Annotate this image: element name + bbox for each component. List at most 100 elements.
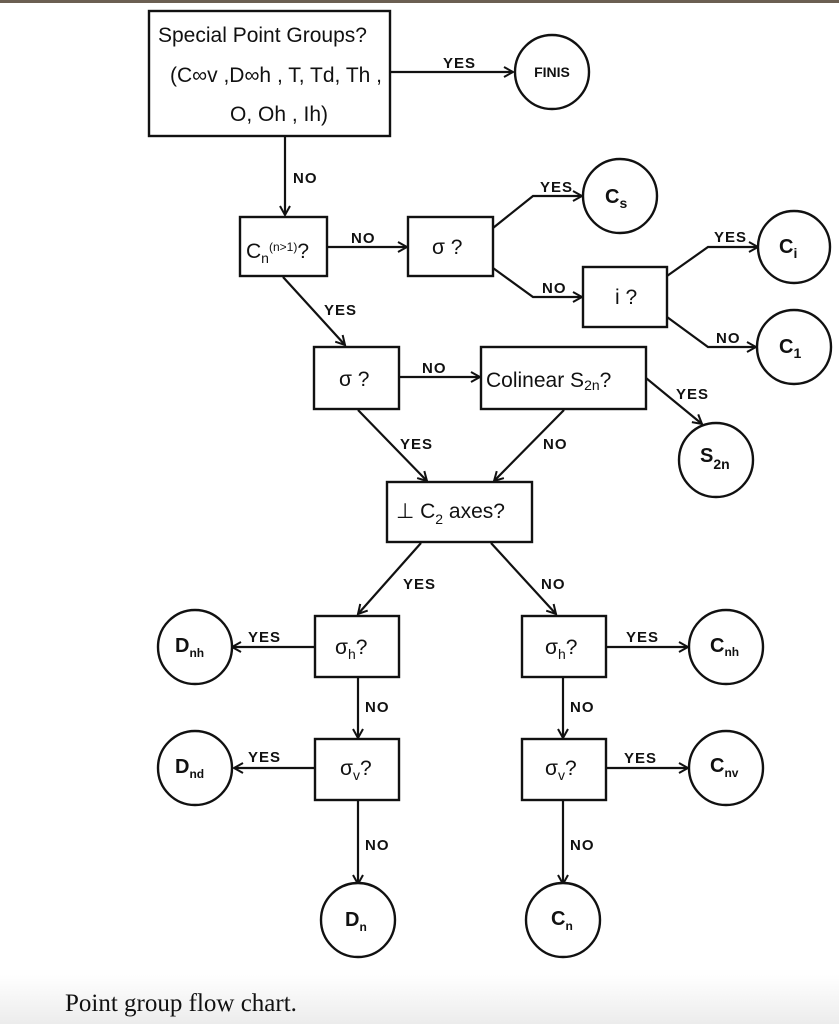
label-sigma1-inv: NO: [542, 280, 567, 297]
sigma-v-left-text: σv?: [340, 757, 372, 783]
figure-caption: Point group flow chart.: [65, 990, 297, 1017]
sigma-h-left-text: σh?: [335, 636, 367, 662]
node-perp-c2-axes: ⊥ C2 axes?: [385, 480, 534, 544]
dnh-text: Dnh: [175, 635, 204, 660]
c1-text: C1: [779, 336, 801, 361]
cnh-circle: [687, 608, 765, 686]
label-inv-c1: NO: [716, 330, 741, 347]
sigma1-text: σ ?: [432, 236, 462, 259]
node-cnv: Cnv: [687, 729, 765, 807]
caption-background: [0, 975, 839, 1024]
edge-inv-c1: [666, 316, 756, 347]
c1-circle: [755, 308, 833, 386]
label-shl-dnh: YES: [248, 629, 281, 646]
edge-sigma2-c2: [357, 409, 427, 481]
dnd-circle: [156, 729, 234, 807]
sigma-v-left-box: [313, 737, 401, 802]
edge-sigma1-inv: [492, 267, 582, 297]
finis-circle: [513, 33, 591, 111]
sigma-h-left-box: [313, 614, 401, 679]
sigma-h-right-text: σh?: [545, 636, 577, 662]
node-cs: Cs: [581, 157, 659, 235]
inversion-box: [581, 265, 669, 329]
cnv-circle: [687, 729, 765, 807]
special-line1: Special Point Groups?: [158, 24, 367, 47]
node-dnh: Dnh: [156, 608, 234, 686]
node-c1: C1: [755, 308, 833, 386]
cnv-text: Cnv: [710, 755, 739, 780]
node-cn-terminal: Cn: [524, 881, 602, 959]
label-svl-dn: NO: [365, 837, 390, 854]
label-sigma2-s2nq: NO: [422, 360, 447, 377]
edge-sigma1-cs: [492, 196, 582, 229]
edge-c2-shr: [490, 542, 556, 614]
sigma2-box: [312, 345, 401, 411]
edge-cn-sigma2: [282, 276, 345, 345]
node-sigma-h-left: σh?: [313, 614, 401, 679]
node-cn-question: Cn(n>1)?: [238, 215, 329, 278]
node-sigma-v-right: σv?: [520, 737, 608, 802]
special-line2: (C∞v ,D∞h , T, Td, Th ,: [170, 64, 382, 87]
label-sigma1-cs: YES: [540, 179, 573, 196]
cs-text: Cs: [605, 186, 627, 211]
node-sigma-v-left: σv?: [313, 737, 401, 802]
finis-text: FINIS: [534, 64, 570, 80]
cn-terminal-circle: [524, 881, 602, 959]
node-cnh: Cnh: [687, 608, 765, 686]
perp-c2-text: ⊥ C2 axes?: [396, 500, 505, 527]
label-special-finis: YES: [443, 55, 476, 72]
node-sigma1: σ ?: [406, 215, 495, 278]
sigma1-box: [406, 215, 495, 278]
label-s2nq-s2n: YES: [676, 386, 709, 403]
label-inv-ci: YES: [714, 229, 747, 246]
edge-c2-shl: [358, 542, 422, 614]
cn-question-text: Cn(n>1)?: [246, 240, 309, 266]
colinear-s2n-text: Colinear S2n?: [486, 369, 611, 393]
dn-circle: [319, 881, 397, 959]
node-s2n: S2n: [677, 421, 755, 499]
node-finis: FINIS: [513, 33, 591, 111]
top-border: [0, 0, 839, 3]
node-special-point-groups: Special Point Groups? (C∞v ,D∞h , T, Td,…: [147, 9, 392, 138]
label-svl-dnd: YES: [248, 749, 281, 766]
label-s2nq-c2: NO: [543, 436, 568, 453]
dn-text: Dn: [345, 909, 367, 934]
label-c2-shr: NO: [541, 576, 566, 593]
ci-circle: [756, 209, 832, 285]
sigma-v-right-text: σv?: [545, 757, 577, 783]
colinear-s2n-box: [479, 345, 648, 411]
cn-question-box: [238, 215, 329, 278]
perp-c2-box: [385, 480, 534, 544]
node-sigma-h-right: σh?: [520, 614, 608, 679]
ci-text: Ci: [779, 236, 797, 261]
node-inversion: i ?: [581, 265, 669, 329]
dnd-text: Dnd: [175, 756, 204, 781]
label-special-cn: NO: [293, 170, 318, 187]
special-line3: O, Oh , Ih): [230, 103, 328, 126]
label-cn-sigma1: NO: [351, 230, 376, 247]
edge-inv-ci: [666, 247, 758, 277]
s2n-circle: [677, 421, 755, 499]
label-c2-shl: YES: [403, 576, 436, 593]
node-sigma2: σ ?: [312, 345, 401, 411]
label-shr-cnh: YES: [626, 629, 659, 646]
edge-labels: YES NO NO YES NO YES NO YES NO YES YES N…: [248, 55, 747, 854]
dnh-circle: [156, 608, 234, 686]
sigma-h-right-box: [520, 614, 608, 679]
s2n-text: S2n: [700, 445, 730, 472]
cs-circle: [581, 157, 659, 235]
label-sigma2-c2: YES: [400, 436, 433, 453]
edges: [232, 72, 758, 884]
node-dn: Dn: [319, 881, 397, 959]
cnh-text: Cnh: [710, 635, 739, 659]
inversion-text: i ?: [615, 286, 637, 309]
node-colinear-s2n: Colinear S2n?: [479, 345, 648, 411]
label-svr-cn: NO: [570, 837, 595, 854]
node-dnd: Dnd: [156, 729, 234, 807]
node-ci: Ci: [756, 209, 832, 285]
sigma-v-right-box: [520, 737, 608, 802]
label-svr-cnv: YES: [624, 750, 657, 767]
edge-s2nq-s2n: [645, 377, 702, 424]
cn-terminal-text: Cn: [551, 908, 573, 933]
